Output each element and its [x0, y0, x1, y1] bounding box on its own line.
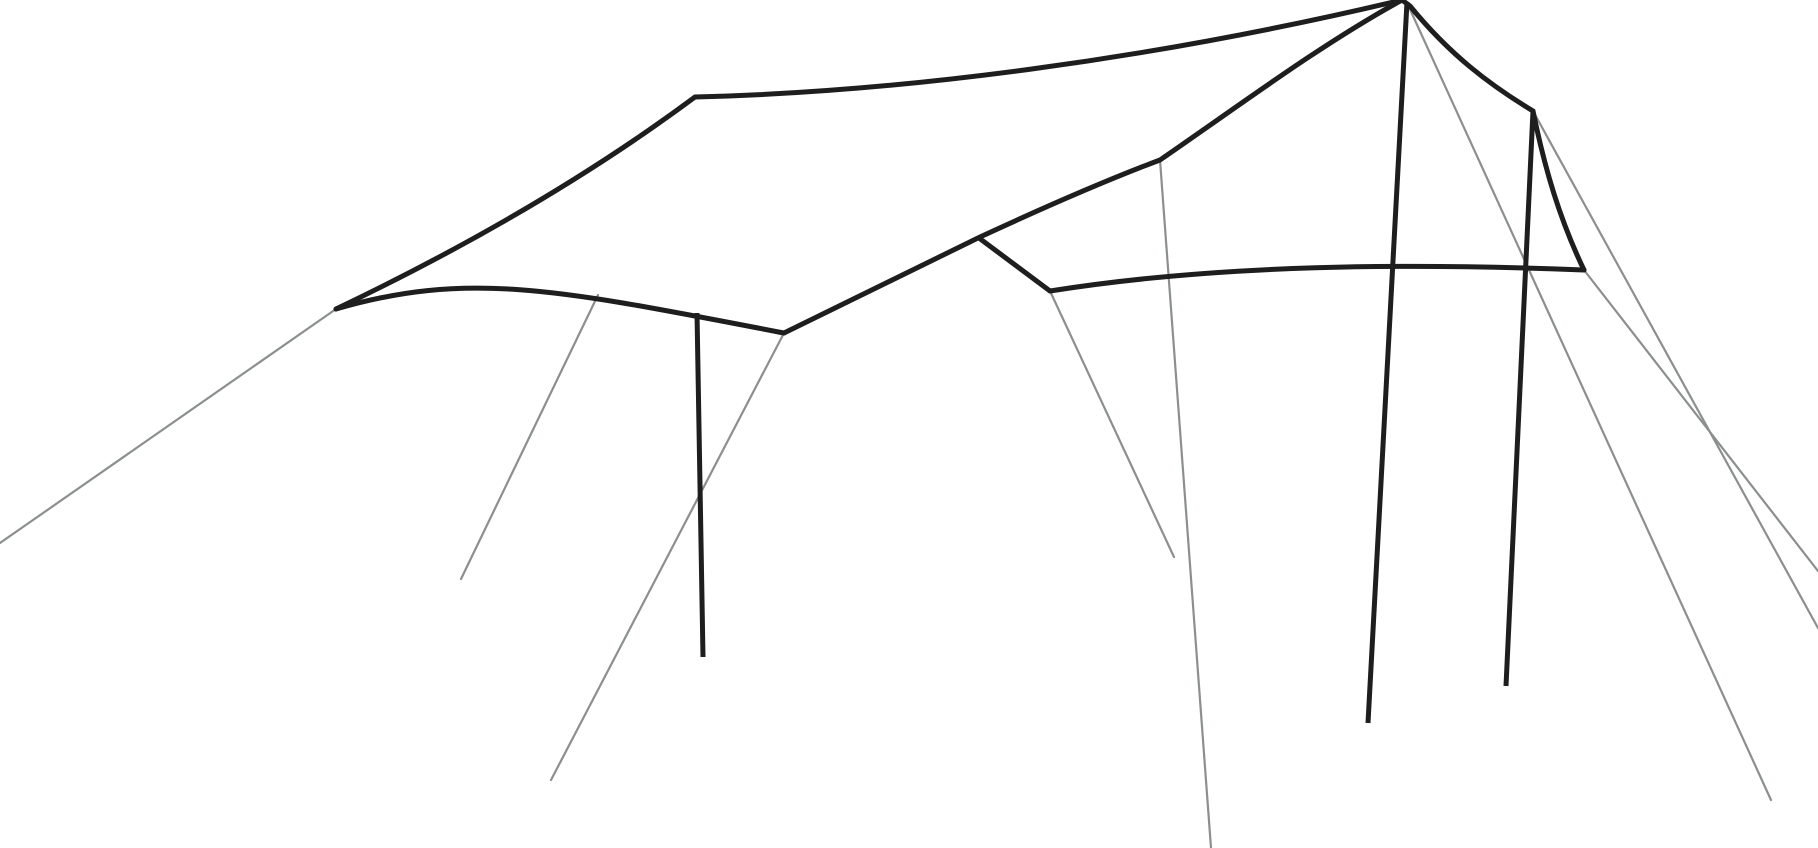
- canopy-mid-fold: [976, 235, 1053, 294]
- canopy-back-edge: [692, 0, 1405, 100]
- poles: [694, 1, 1536, 724]
- canopy-right-side-edge: [1530, 108, 1587, 273]
- pole-main: [1365, 1, 1410, 724]
- guy-line-mid-fold: [1048, 289, 1176, 559]
- guy-line-front-center: [549, 331, 786, 782]
- pole-front-left: [694, 312, 706, 658]
- canopy-left-front-edge: [333, 285, 787, 336]
- guy-line-right-peak: [1531, 109, 1818, 630]
- pole-right: [1503, 110, 1536, 687]
- canopy: [333, 0, 1587, 336]
- guy-line-apex: [1406, 3, 1773, 802]
- canopy-right-front-edge: [1047, 263, 1587, 294]
- guy-lines: [0, 3, 1818, 848]
- canopy-front-ridge: [781, 0, 1405, 336]
- guy-line-right-corner: [1582, 268, 1818, 573]
- guy-line-ridge-point: [1158, 158, 1213, 848]
- canopy-apex-to-peak: [1399, 0, 1536, 114]
- canopy-left-back-edge: [333, 94, 698, 312]
- guy-line-left-edge: [459, 293, 600, 581]
- guy-line-left-corner: [0, 307, 338, 545]
